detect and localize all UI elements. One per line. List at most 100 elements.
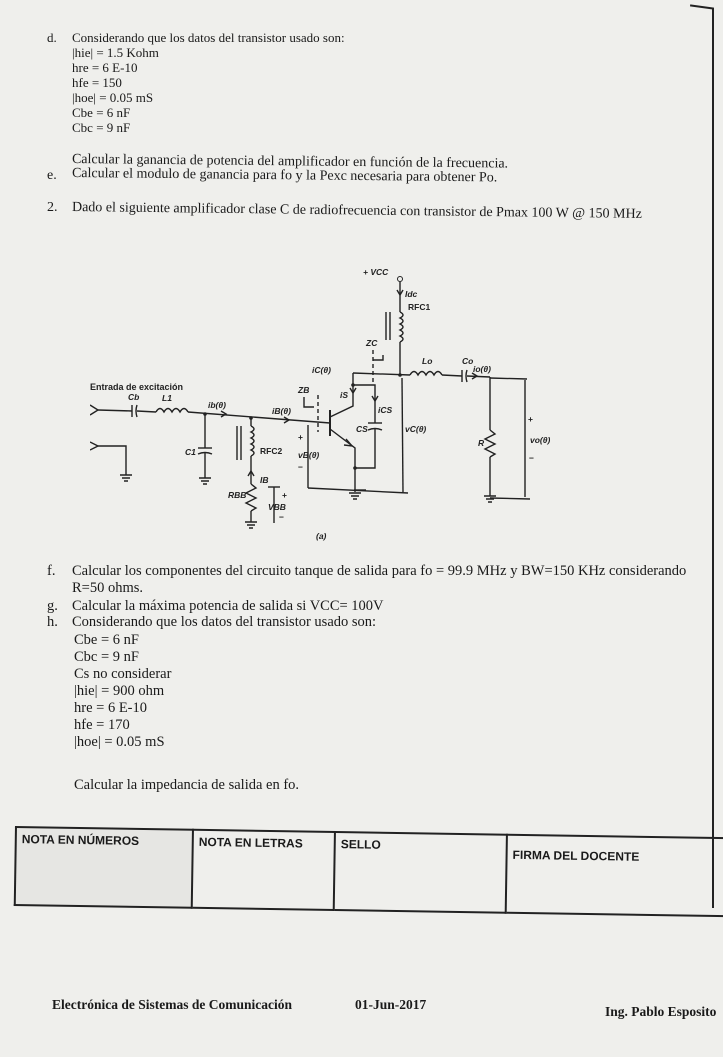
param: |hoe| = 0.05 mS	[72, 90, 154, 105]
l1-inductor	[155, 407, 189, 414]
vo-minus: −	[529, 453, 534, 463]
wire	[489, 377, 528, 380]
item-h-params: Cbe = 6 nF Cbc = 9 nF Cs no considerar |…	[74, 632, 171, 751]
figure-caption: (a)	[316, 531, 327, 541]
ib-arrow	[283, 416, 291, 424]
ic-label: iC(θ)	[312, 365, 331, 375]
vcc-terminal	[397, 276, 403, 282]
idc-arrow	[396, 289, 404, 297]
rbb-label: RBB	[228, 490, 246, 500]
param: hre = 6 E-10	[72, 60, 138, 75]
param: Cbe = 6 nF	[74, 632, 139, 648]
co-label: Co	[462, 356, 473, 366]
vb-plus: +	[298, 432, 303, 442]
wire	[466, 375, 491, 378]
base-wire	[187, 411, 331, 424]
wire	[136, 410, 157, 413]
load-resistor	[483, 429, 497, 458]
ground-icon	[484, 495, 496, 503]
cs-label: CS	[356, 424, 368, 434]
io-label: io(θ)	[473, 364, 491, 374]
ics-label: iCS	[378, 405, 393, 415]
node	[353, 466, 357, 470]
lo-label: Lo	[422, 356, 432, 366]
rbb-resistor	[244, 483, 258, 512]
grade-table: NOTA EN NÚMEROS NOTA EN LETRAS SELLO FIR…	[14, 826, 723, 917]
question-2-statement: Dado el siguiente amplificador clase C d…	[71, 200, 642, 222]
io-arrow	[471, 372, 479, 380]
idc-label: Idc	[405, 289, 418, 299]
page-frame-corner	[689, 4, 715, 10]
c1-label: C1	[185, 447, 196, 457]
param: hre = 6 E-10	[74, 700, 148, 716]
ib-arrow	[220, 410, 228, 418]
cb-label: Cb	[128, 392, 139, 402]
firma-docente-cell: FIRMA DEL DOCENTE	[505, 834, 723, 917]
class-c-amplifier-schematic: + VCC Idc RFC1 ZC iC(θ) Lo Co io(θ) R + …	[90, 267, 550, 541]
transistor-emitter	[329, 428, 356, 492]
ib-dc-label: IB	[260, 475, 269, 485]
node	[398, 373, 402, 377]
wire	[441, 374, 463, 377]
cb-capacitor	[135, 404, 138, 418]
question-number-2: 2.	[47, 200, 58, 215]
vc-label: vC(θ)	[405, 424, 426, 434]
ib-dc-arrow	[247, 469, 255, 477]
footer-subject: Electrónica de Sistemas de Comunicación	[52, 997, 292, 1012]
zc-arrow	[373, 355, 384, 361]
item-e-task: Calcular el modulo de ganancia para fo y…	[71, 166, 498, 186]
param: |hie| = 1.5 Kohm	[72, 45, 159, 60]
zb-label: ZB	[297, 385, 309, 395]
vcc-label: + VCC	[363, 267, 389, 277]
ground-icon	[349, 492, 361, 500]
wire	[355, 429, 376, 469]
vbb-plus: +	[282, 490, 287, 500]
vbb-label: VBB	[268, 502, 286, 512]
vo-label: vo(θ)	[530, 435, 550, 445]
item-d-intro: Considerando que los datos del transisto…	[72, 30, 345, 45]
footer-date: 01-Jun-2017	[355, 997, 427, 1012]
l1-label: L1	[162, 393, 172, 403]
param: Cs no considerar	[74, 666, 172, 682]
ics-arrow	[371, 395, 379, 403]
wire	[97, 409, 133, 412]
r-label: R	[478, 438, 485, 448]
lo-inductor	[409, 370, 443, 377]
ib-small-label: ib(θ)	[208, 400, 226, 410]
vo-plus: +	[528, 414, 533, 424]
vbb-minus: −	[279, 512, 284, 522]
input-terminal-icon	[90, 441, 100, 451]
item-marker-h: h.	[47, 614, 58, 630]
co-capacitor	[465, 369, 468, 383]
param: Cbc = 9 nF	[74, 649, 139, 665]
vb-minus: −	[298, 462, 303, 472]
cs-capacitor	[367, 427, 383, 431]
wire	[98, 445, 127, 475]
rfc2-inductor	[249, 425, 255, 457]
item-f-task: Calcular los componentes del circuito ta…	[72, 563, 687, 596]
param: Cbe = 6 nF	[72, 105, 131, 120]
wire	[489, 497, 531, 500]
is-label: iS	[340, 390, 348, 400]
item-h-intro: Considerando que los datos del transisto…	[72, 614, 377, 630]
item-marker-d: d.	[47, 30, 57, 45]
c1-capacitor	[197, 451, 213, 455]
item-g-task: Calcular la máxima potencia de salida si…	[72, 598, 384, 614]
item-d-params: |hie| = 1.5 Kohm hre = 6 E-10 hfe = 150 …	[72, 45, 159, 135]
param: hfe = 150	[72, 75, 122, 90]
is-arrow	[349, 387, 357, 395]
rfc2-label: RFC2	[260, 446, 282, 456]
item-marker-f: f.	[47, 563, 56, 579]
rfc1-inductor	[398, 311, 404, 343]
zb-arrow	[303, 397, 314, 408]
ground-bus	[307, 487, 409, 494]
sello-cell: SELLO	[333, 832, 507, 913]
nota-numeros-cell: NOTA EN NÚMEROS	[14, 827, 193, 908]
param: hfe = 170	[74, 717, 130, 733]
input-terminal-icon	[90, 404, 100, 416]
vb-label: vB(θ)	[298, 450, 319, 460]
ib-big-label: iB(θ)	[272, 406, 291, 416]
param: Cbc = 9 nF	[72, 120, 131, 135]
item-h-task: Calcular la impedancia de salida en fo.	[74, 777, 300, 793]
footer-teacher: Ing. Pablo Esposito	[605, 1004, 717, 1019]
